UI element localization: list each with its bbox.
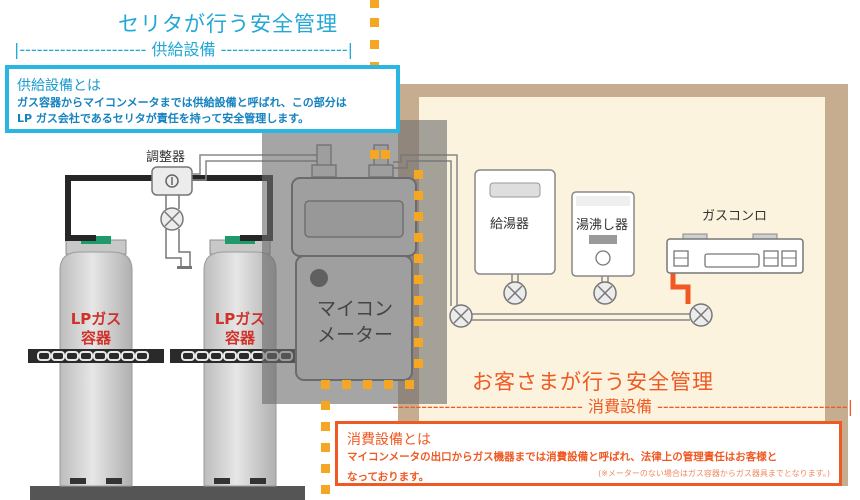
meter-label-line2: メーター <box>316 324 393 346</box>
ground-base <box>30 486 305 500</box>
meter-label-line1: マイコン <box>316 298 393 320</box>
supply-equipment-heading: |---------------------- 供給設備 -----------… <box>14 40 353 59</box>
water-heater-label: 給湯器 <box>490 217 530 232</box>
consumer-box-note: (※メーターのない場合はガス容器からガス器具までとなります。) <box>598 469 830 478</box>
consumer-box-line1: マイコンメータの出口からガス機器までは消費設備と呼ばれ、法律上の管理責任はお客様… <box>347 451 778 463</box>
stove-hose <box>670 271 691 304</box>
consumer-valves <box>449 281 713 328</box>
kettle-dial-icon <box>595 250 611 266</box>
consumer-box-line2: なっております。 <box>347 471 430 483</box>
securing-chain <box>28 349 298 363</box>
house <box>398 84 848 486</box>
cylinder-1-label-line1: LPガス <box>70 310 122 328</box>
hose-1 <box>65 175 154 241</box>
cylinder-2-label-line1: LPガス <box>214 310 266 328</box>
cylinder-2-label: LPガス 容器 <box>206 310 274 348</box>
hose-2 <box>190 175 273 241</box>
supply-box-heading: 供給設備とは <box>17 78 101 94</box>
lp-gas-cylinder-1 <box>59 236 133 487</box>
kettle-panel-icon <box>589 235 617 244</box>
consumer-box-last-row: なっております。 (※メーターのない場合はガス容器からガス器具までとなります。) <box>347 465 830 483</box>
kettle-heater <box>571 191 635 277</box>
gas-stove <box>666 233 804 274</box>
consumer-management-title: お客さまが行う安全管理 <box>472 370 714 394</box>
supply-info-box: 供給設備とは ガス容器からマイコンメータまでは供給設備と呼ばれ、この部分は LP… <box>5 65 400 133</box>
house-floor <box>419 97 825 475</box>
water-heater <box>474 169 556 275</box>
cylinder-1-label-line2: 容器 <box>80 329 111 347</box>
boundary-line <box>321 0 423 494</box>
kettle-heater-label: 湯沸し器 <box>576 218 629 233</box>
consumer-equipment-heading: --------------------------------- 消費設備 -… <box>392 397 853 416</box>
gas-stove-label: ガスコンロ <box>702 209 768 224</box>
cylinder-2-label-line2: 容器 <box>224 329 255 347</box>
cylinder-1-label: LPガス 容器 <box>62 310 130 348</box>
meter-label: マイコン メーター <box>305 296 405 348</box>
supply-box-line1: ガス容器からマイコンメータまでは供給設備と呼ばれ、この部分は <box>17 96 347 109</box>
supply-management-title: セリタが行う安全管理 <box>118 12 338 36</box>
regulator-label: 調整器 <box>146 150 186 165</box>
regulator <box>151 166 193 196</box>
consumer-box-heading: 消費設備とは <box>347 432 431 448</box>
consumer-info-box: 消費設備とは マイコンメータの出口からガス機器までは消費設備と呼ばれ、法律上の管… <box>335 421 842 486</box>
supply-box-line2: LP ガス会社であるセリタが責任を持って安全管理します。 <box>17 112 310 125</box>
